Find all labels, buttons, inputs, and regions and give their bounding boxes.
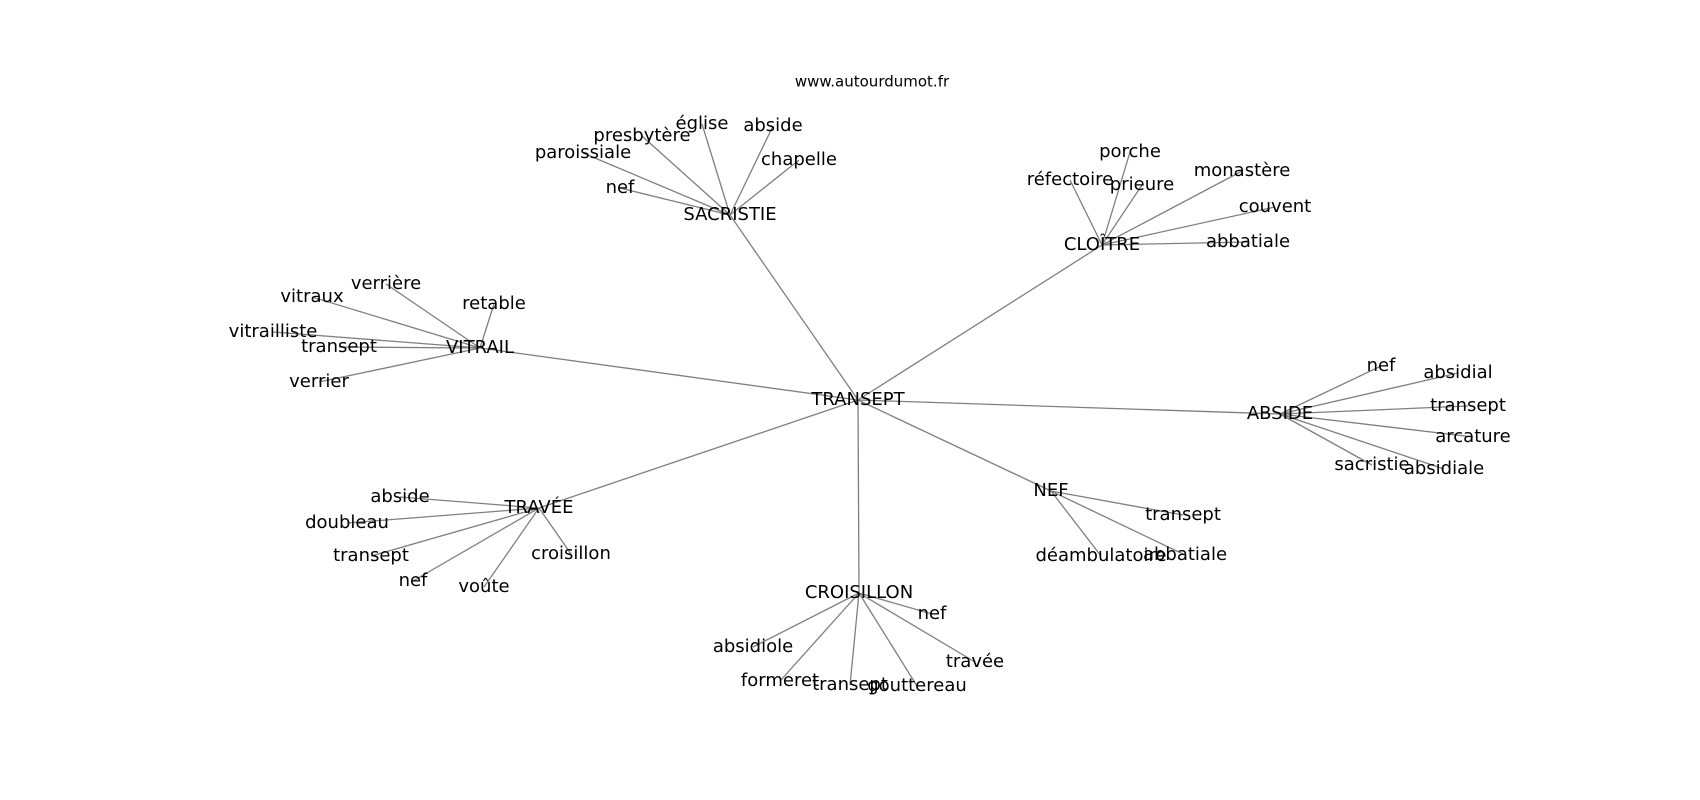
node-leaf-travee-voute[interactable]: voûte [458,576,509,597]
node-leaf-abside-absidial[interactable]: absidial [1423,362,1492,383]
node-leaf-vitrail-vitraux[interactable]: vitraux [280,286,344,307]
edge-travee-voute [483,507,540,588]
node-hub-sacristie[interactable]: SACRISTIE [683,204,776,225]
node-leaf-cloitre-couvent[interactable]: couvent [1239,196,1312,217]
edge-vitrail-verriere [385,283,481,349]
node-leaf-vitrail-verrier[interactable]: verrier [289,371,349,392]
edge-travee-abside [399,496,540,509]
edge-croisillon-gouttereau [858,592,918,687]
edge-croisillon-formeret [779,592,860,682]
edge-travee-nef [412,507,540,582]
edge-abside-transept [1279,405,1469,415]
node-hub-vitrail[interactable]: VITRAIL [446,337,514,358]
node-leaf-cloitre-monastere[interactable]: monastère [1194,160,1291,181]
node-leaf-croisillon-travee[interactable]: travée [946,651,1004,672]
edge-sacristie-eglise [701,123,731,216]
edge-croisillon-transept [849,592,860,686]
node-leaf-sacristie-abside[interactable]: abside [743,115,802,136]
node-leaf-cloitre-refectoire[interactable]: réfectoire [1027,169,1114,190]
node-leaf-travee-abside[interactable]: abside [370,486,429,507]
node-leaf-vitrail-retable[interactable]: retable [462,293,526,314]
edge-abside-absidiale [1279,413,1445,470]
edge-sacristie-nef [619,187,731,216]
edge-abside-nef [1279,365,1382,415]
node-leaf-vitrail-vitrailliste[interactable]: vitrailliste [229,321,318,342]
edge-cloitre-refectoire [1069,179,1103,246]
edge-vitrail-transept [338,346,481,349]
node-leaf-travee-nef[interactable]: nef [399,570,428,591]
node-leaf-nef-deambulatoire[interactable]: déambulatoire [1035,545,1166,566]
edge-nef-deambulatoire [1050,490,1102,557]
node-hub-nef[interactable]: NEF [1033,480,1068,501]
node-leaf-croisillon-gouttereau[interactable]: gouttereau [867,675,967,696]
node-leaf-sacristie-nef[interactable]: nef [606,177,635,198]
node-leaf-croisillon-transept[interactable]: transept [812,674,888,695]
edge-center-cloitre [857,244,1103,401]
node-leaf-abside-sacristie[interactable]: sacristie [1334,454,1409,475]
edge-cloitre-prieure [1101,184,1143,246]
node-hub-croisillon[interactable]: CROISILLON [805,582,913,603]
edge-center-croisillon [857,399,860,594]
node-leaf-nef-transept[interactable]: transept [1145,504,1221,525]
edge-cloitre-abbatiale [1101,241,1249,246]
node-leaf-croisillon-nef[interactable]: nef [918,603,947,624]
node-center-transept[interactable]: TRANSEPT [810,389,905,410]
edge-abside-absidial [1279,372,1459,415]
edge-travee-croisillon [538,507,572,555]
graph-edges [272,123,1474,687]
node-leaf-travee-croisillon[interactable]: croisillon [531,543,611,564]
edge-center-nef [857,399,1052,492]
edge-center-travee [538,399,859,509]
node-hub-abside[interactable]: ABSIDE [1247,403,1313,424]
node-leaf-cloitre-prieure[interactable]: prieure [1110,174,1174,195]
edge-travee-transept [370,507,540,557]
node-leaf-sacristie-eglise[interactable]: église [676,113,729,134]
edge-vitrail-vitraux [311,296,481,349]
edge-sacristie-paroissiale [582,152,731,216]
node-leaf-abside-nef[interactable]: nef [1367,355,1396,376]
edge-croisillon-travee [858,592,976,663]
edge-cloitre-porche [1101,151,1131,246]
graph-labels: TRANSEPT SACRISTIE nef paroissialepresbytèr… [229,113,1511,696]
edge-croisillon-absidiole [752,592,860,648]
node-leaf-sacristie-chapelle[interactable]: chapelle [761,149,837,170]
edge-abside-arcature [1279,413,1474,438]
node-leaf-nef-abbatiale[interactable]: abbatiale [1143,544,1227,565]
edge-center-abside [857,399,1281,415]
edge-vitrail-verrier [318,347,481,383]
edge-sacristie-abside [729,125,774,216]
edge-croisillon-nef [858,592,933,615]
edge-abside-sacristie [1279,413,1373,466]
node-leaf-travee-transept[interactable]: transept [333,545,409,566]
node-leaf-vitrail-verriere[interactable]: verrière [351,273,421,294]
edge-sacristie-chapelle [729,159,800,216]
edge-center-sacristie [729,214,859,401]
node-leaf-abside-transept[interactable]: transept [1430,395,1506,416]
edge-travee-doubleau [346,507,540,524]
node-leaf-croisillon-absidiole[interactable]: absidiole [713,636,793,657]
edge-cloitre-couvent [1101,206,1276,246]
edge-cloitre-monastere [1101,170,1243,246]
node-hub-travee[interactable]: TRAVÉE [504,496,574,518]
site-watermark: www.autourdumot.fr [795,73,950,91]
node-leaf-sacristie-paroissiale[interactable]: paroissiale [535,142,631,163]
edge-vitrail-retable [479,303,495,349]
node-leaf-sacristie-presbytere[interactable]: presbytère [593,125,690,146]
node-hub-cloitre[interactable]: CLOÎTRE [1064,233,1140,255]
node-leaf-abside-arcature[interactable]: arcature [1435,426,1511,447]
edge-vitrail-vitrailliste [272,331,481,349]
edge-nef-abbatiale [1050,490,1186,556]
node-leaf-abside-absidiale[interactable]: absidiale [1404,458,1484,479]
edge-center-vitrail [479,347,859,401]
node-leaf-cloitre-abbatiale[interactable]: abbatiale [1206,231,1290,252]
edge-nef-transept [1050,490,1184,516]
edge-sacristie-presbytere [641,135,731,216]
node-leaf-croisillon-formeret[interactable]: formeret [741,670,819,691]
node-leaf-cloitre-porche[interactable]: porche [1099,141,1161,162]
node-leaf-vitrail-transept[interactable]: transept [301,336,377,357]
node-leaf-travee-doubleau[interactable]: doubleau [305,512,389,533]
